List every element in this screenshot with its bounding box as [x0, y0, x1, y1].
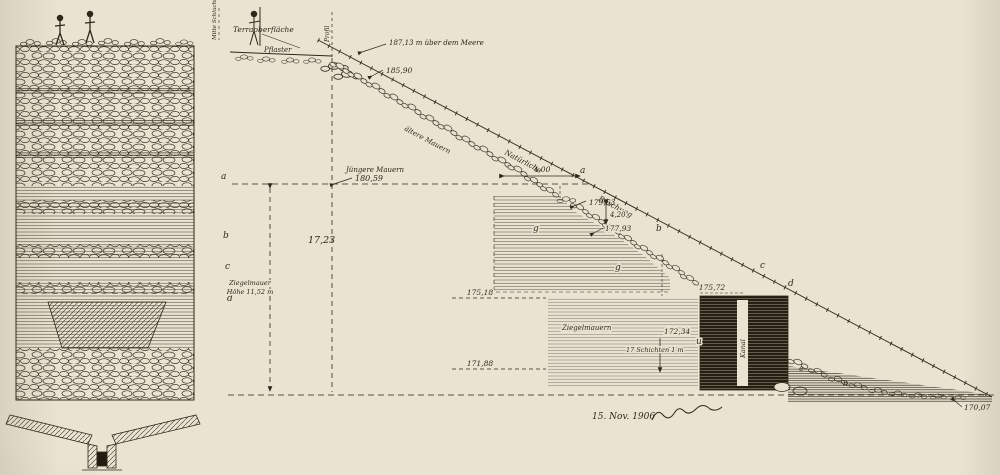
elev-177-93: 177,93: [605, 224, 631, 233]
dark-brick-block: Kanal: [699, 295, 808, 396]
height-4-20: 4,20: [609, 211, 626, 219]
canal-detail: [5, 414, 201, 471]
elev-172-34: 172,34: [664, 327, 690, 336]
letter-e: e: [799, 364, 804, 373]
elev-185-90: 185,90: [386, 66, 412, 75]
slope-letter-b: b: [656, 224, 662, 234]
slope-letter-a: a: [580, 166, 585, 176]
younger-walls-label: Jüngere Mauern: [344, 166, 404, 174]
brick-walls-label: Ziegelmauern: [561, 324, 612, 332]
brick-wall-name: Ziegelmauer: [228, 279, 272, 287]
letter-n: n: [843, 379, 848, 388]
elev-175-18: 175,18: [467, 288, 493, 297]
axis-note-label: Mitte Schlucht: [212, 0, 218, 41]
wall-top-stones: [20, 38, 194, 47]
wall-letter-b: b: [223, 231, 229, 241]
terrain-surface-label: Terraoberfläche: [233, 25, 294, 34]
elev-179-63: 179,63: [589, 198, 615, 207]
pavement-label: Pflaster: [263, 46, 292, 54]
figure-person-2: [84, 10, 96, 44]
wall-letter-c: c: [225, 262, 230, 272]
width-4-00: 4,00: [533, 165, 551, 174]
wall-letter-a: a: [221, 172, 226, 182]
elev-180-59: 180,59: [355, 174, 383, 183]
older-walls-label: ältere Mauern: [403, 125, 452, 156]
elev-175-72: 175,72: [699, 283, 725, 292]
date-label: 15. Nov. 1906: [592, 412, 655, 422]
slope-letter-d: d: [788, 279, 794, 289]
slope-letter-c: c: [760, 261, 765, 271]
elev-170-07: 170,07: [964, 403, 990, 412]
earth-hatch-upper: [494, 196, 670, 292]
ground-strip: [788, 366, 992, 403]
signature: [651, 405, 723, 421]
dimension-lines: [218, 8, 994, 408]
letter-g-upper: g: [533, 224, 539, 234]
wall-letter-d: d: [227, 294, 233, 304]
figure-person-1: [54, 14, 66, 46]
figure-person-3: [248, 7, 261, 46]
elev-171-88: 171,88: [467, 359, 493, 368]
letter-g-lower: g: [615, 263, 621, 273]
earth-hatch-lower: [548, 298, 698, 388]
profile-axis-label: Profil: [324, 25, 331, 43]
sea-elevation-label: 187,13 m über dem Meere: [389, 39, 484, 47]
slope-survey-line: [317, 39, 993, 398]
canal-label: Kanal: [739, 339, 747, 359]
profile-section: Kanal: [229, 38, 994, 403]
brick-wall-height: Höhe 11,52 m: [226, 288, 274, 296]
letter-u: u: [696, 337, 702, 347]
layer-note-label: 17 Schichten 1 m: [626, 346, 684, 354]
total-height-label: 17,23: [308, 235, 335, 246]
wall-elevation: [15, 38, 195, 401]
